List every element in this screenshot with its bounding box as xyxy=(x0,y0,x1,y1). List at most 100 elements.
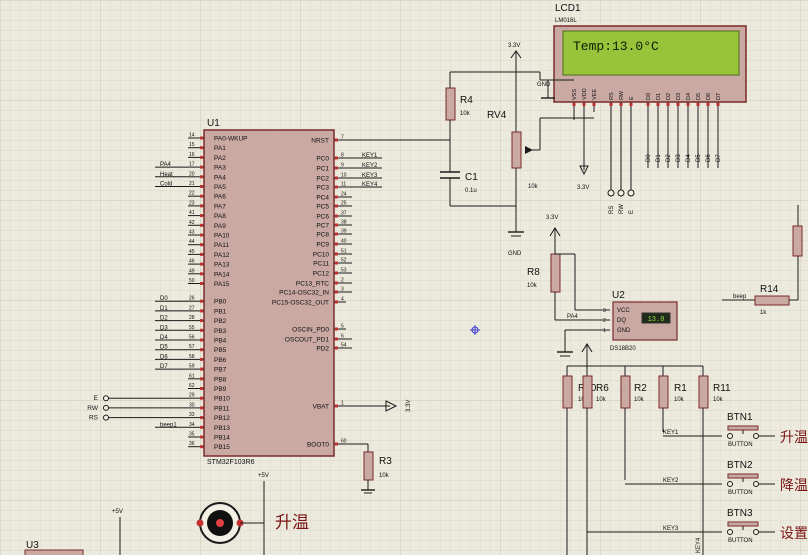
mcu-pin-name: PA13 xyxy=(214,262,230,269)
pin-marker xyxy=(676,103,680,106)
resistor-r14[interactable]: beep R14 1k xyxy=(722,205,803,316)
pullup-ref: R1 xyxy=(674,383,687,394)
lcd-net-label: D4 xyxy=(686,154,692,162)
lcd-pin-name: D2 xyxy=(666,93,672,100)
mcu-pin-num: 26 xyxy=(189,296,195,302)
lcd-supply-label: 3.3V xyxy=(577,185,589,191)
resistor-r8[interactable]: 3.3V R8 10k xyxy=(527,215,610,320)
mcu-pin-num: 9 xyxy=(341,163,344,169)
pin-marker xyxy=(646,103,650,106)
lcd-net-label: D3 xyxy=(676,154,682,162)
net-terminal xyxy=(617,189,625,197)
lcd-net-label: RW xyxy=(619,204,625,214)
r8-ref: R8 xyxy=(527,267,540,278)
pin-marker xyxy=(200,146,203,150)
lcd-net-label: D7 xyxy=(716,154,722,162)
pin-marker xyxy=(200,204,203,208)
pin-marker xyxy=(200,252,203,256)
pin-marker xyxy=(706,103,710,106)
net-label: KEY2 xyxy=(362,163,378,169)
mcu-pin-num: 5 xyxy=(341,324,344,330)
pin-marker xyxy=(335,346,338,350)
mcu-pin-name: PB3 xyxy=(214,328,227,335)
resistor-r3[interactable]: R3 10k xyxy=(345,443,392,494)
rv4-gnd-label: GND xyxy=(508,251,522,257)
pin-marker xyxy=(335,252,338,256)
motor-heater[interactable]: +5V 升温 xyxy=(196,473,310,555)
net-label: D3 xyxy=(160,325,168,331)
r8-value: 10k xyxy=(527,283,538,289)
pin-marker xyxy=(200,328,203,332)
pin-marker xyxy=(592,103,596,106)
mcu-pin-num: 45 xyxy=(189,249,195,255)
pin-marker xyxy=(200,243,203,247)
ds18b20-reading: 13.0 xyxy=(648,316,665,324)
mcu-pin-num: 44 xyxy=(189,239,195,245)
mcu-pin-name: PC6 xyxy=(316,214,329,221)
mcu-pin-num: 11 xyxy=(341,182,346,188)
mcu-pin-name: PB4 xyxy=(214,338,227,345)
button-icon[interactable] xyxy=(727,521,759,527)
mcu-pin-num: 25 xyxy=(341,201,347,207)
mcu-pin-name: PA4 xyxy=(214,174,226,181)
pin-marker xyxy=(200,348,203,352)
mcu-pin-name: PA11 xyxy=(214,242,229,249)
mcu-pin-num: 29 xyxy=(189,393,195,399)
key4-label: KEY4 xyxy=(696,537,702,553)
mcu-pin-name: PB6 xyxy=(214,357,227,364)
r4-value: 10k xyxy=(460,111,471,117)
mcu-pin-name: PB9 xyxy=(214,386,227,393)
button-ref: BTN1 xyxy=(727,412,753,423)
c1-value: 0.1u xyxy=(465,188,477,194)
pullup-resistor-body xyxy=(562,375,573,409)
ds18b20-pinnum-1: 1 xyxy=(603,328,606,334)
net-label: beep1 xyxy=(160,422,177,428)
mcu-pin-name: PA7 xyxy=(214,203,226,210)
button-icon[interactable] xyxy=(727,425,759,431)
mcu-pin-num: 40 xyxy=(341,239,347,245)
resistor-r4[interactable]: R4 10k xyxy=(445,72,473,140)
pin-marker xyxy=(335,242,338,246)
mcu-pin-num: 3 xyxy=(341,287,344,293)
ds18b20-readout xyxy=(641,312,671,324)
pin-marker xyxy=(200,367,203,371)
lcd-net-label: D1 xyxy=(656,154,662,162)
mcu-pin-name: PC8 xyxy=(316,232,329,239)
pin-marker xyxy=(335,290,338,294)
pin-marker xyxy=(200,175,203,179)
pin-marker xyxy=(200,155,203,159)
lcd-pin-name: D4 xyxy=(686,93,692,100)
mcu-pin-name: PB10 xyxy=(214,396,230,403)
button-net: KEY1 xyxy=(663,430,679,436)
potentiometer-rv4[interactable]: RV4 10k GND xyxy=(487,72,594,257)
button-label: 升温 xyxy=(780,429,808,445)
lcd-net-label: D2 xyxy=(666,154,672,162)
net-label: D2 xyxy=(160,316,168,322)
ds18b20-u2[interactable]: U2 13.0 VCC DQ GND 3 2 1 DS18B20 PA4 xyxy=(555,290,678,357)
motor-supply-label: +5V xyxy=(258,473,269,479)
pin-marker xyxy=(335,138,338,142)
mcu-pin-num: 42 xyxy=(189,220,195,226)
button-icon[interactable] xyxy=(727,473,759,479)
pin-marker xyxy=(200,435,203,439)
pin-marker xyxy=(686,103,690,106)
mcu-pin-num: 38 xyxy=(341,220,347,226)
mcu-pin-name: PA6 xyxy=(214,194,226,201)
pullup-value: 10k xyxy=(713,397,724,403)
button-contact xyxy=(727,433,733,439)
lcd-net-label: D6 xyxy=(706,154,712,162)
ds18b20-pinnum-2: 2 xyxy=(603,318,606,324)
pullup-resistor-body xyxy=(582,375,593,409)
lcd-pin-name: VSS xyxy=(572,89,578,100)
net-label: KEY1 xyxy=(362,153,378,159)
lcd-pin-name: VDD xyxy=(582,88,588,100)
capacitor-c1[interactable]: C1 0.1u xyxy=(440,140,516,207)
mcu-pin-num: 1 xyxy=(341,401,344,407)
mcu-pin-num: 34 xyxy=(189,422,195,428)
lcd-pin-name: D0 xyxy=(646,93,652,100)
